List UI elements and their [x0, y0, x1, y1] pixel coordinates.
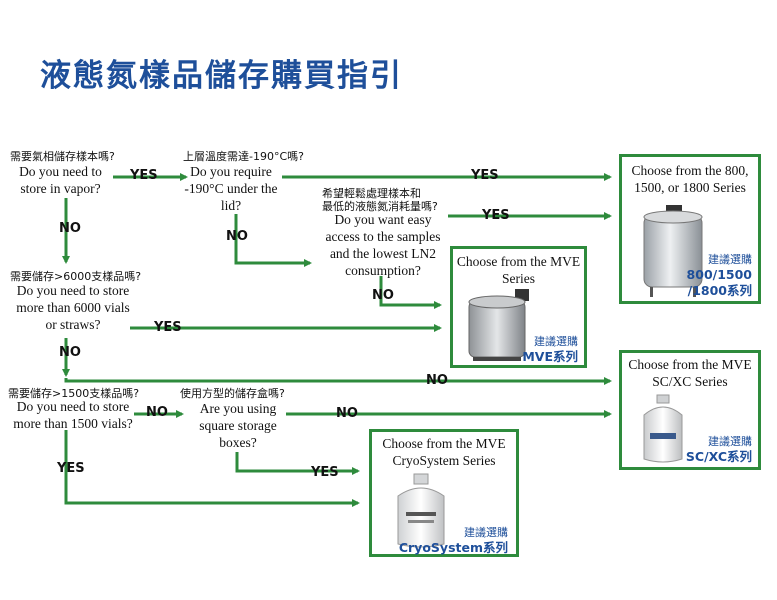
result1-rec-label: 建議選購	[708, 253, 752, 266]
q2-en: Do you require -190°C under the lid?	[184, 164, 278, 213]
arrow-q6-yes	[235, 452, 360, 475]
q3-zh-line2: 最低的液態氮消耗量嗎?	[322, 200, 438, 213]
label-q1-no: NO	[59, 221, 81, 236]
result2-series: MVE系列	[522, 349, 578, 364]
label-q1-yes: YES	[130, 168, 158, 183]
result2-rec-label: 建議選購	[534, 335, 578, 348]
label-q4-no: NO	[59, 345, 81, 360]
q6-en: Are you using square storage boxes?	[199, 401, 277, 450]
freezer-mve-image	[468, 289, 529, 361]
q6-zh: 使用方型的儲存盒嗎?	[180, 387, 285, 400]
label-q2-yes: YES	[471, 168, 499, 183]
q2-zh: 上層溫度需達-190°C嗎?	[183, 150, 304, 163]
label-q5-yes: YES	[57, 461, 85, 476]
label-q4-yes: YES	[154, 320, 182, 335]
dewar-scxc-image	[643, 394, 683, 463]
label-q5-no-square: NO	[146, 405, 168, 420]
result4-rec-label: 建議選購	[464, 526, 508, 539]
arrow-q3-no	[379, 276, 442, 309]
result4-recommend: 建議選購 CryoSystem系列	[399, 524, 508, 556]
result-box-800-1500-1800: Choose from the 800, 1500, or 1800 Serie…	[619, 154, 761, 304]
q1-zh: 需要氣相儲存樣本嗎?	[10, 150, 115, 163]
result1-recommend: 建議選購 800/1500 /1800系列	[687, 251, 752, 299]
arrow-q5-yes	[64, 430, 360, 507]
q4-zh: 需要儲存>6000支樣品嗎?	[10, 270, 142, 283]
label-q3-no: NO	[372, 288, 394, 303]
result2-recommend: 建議選購 MVE系列	[522, 333, 578, 365]
result2-title: Choose from the MVE Series	[456, 254, 581, 286]
result1-series-line2: /1800系列	[687, 283, 752, 298]
result3-series: SC/XC系列	[685, 449, 752, 464]
arrow-q2-no	[234, 214, 312, 267]
label-q6-yes: YES	[311, 465, 339, 480]
q3-en: Do you want easy access to the samples a…	[325, 212, 441, 278]
q5-en: Do you need to store more than 1500 vial…	[13, 399, 133, 431]
arrow-q5-no	[64, 377, 612, 385]
label-q2-no: NO	[226, 229, 248, 244]
q4-en: Do you need to store more than 6000 vial…	[16, 283, 130, 332]
result-box-mve: Choose from the MVE Series 建議選購 MVE系列	[450, 246, 587, 368]
result1-title: Choose from the 800, 1500, or 1800 Serie…	[631, 163, 749, 195]
result-box-sc-xc: Choose from the MVE SC/XC Series 建議選購 SC…	[619, 350, 761, 470]
q5-zh: 需要儲存>1500支樣品嗎?	[8, 387, 140, 400]
q3-zh-line1: 希望輕鬆處理樣本和	[322, 187, 421, 200]
result1-series-line1: 800/1500	[686, 267, 752, 282]
dewar-cryosystem-image	[397, 473, 445, 548]
label-q3-yes: YES	[482, 208, 510, 223]
result4-title: Choose from the MVE CryoSystem Series	[382, 436, 506, 468]
result3-recommend: 建議選購 SC/XC系列	[686, 433, 752, 465]
result3-rec-label: 建議選購	[708, 435, 752, 448]
result3-title: Choose from the MVE SC/XC Series	[628, 357, 752, 389]
label-q5-no: NO	[426, 373, 448, 388]
q1-en: Do you need to store in vapor?	[19, 164, 102, 196]
page-title: 液態氮樣品儲存購買指引	[40, 58, 403, 94]
result4-series: CryoSystem系列	[398, 540, 508, 555]
label-q6-no: NO	[336, 406, 358, 421]
result-box-cryosystem: Choose from the MVE CryoSystem Series 建議…	[369, 429, 519, 557]
freezer-800-image	[643, 205, 703, 297]
